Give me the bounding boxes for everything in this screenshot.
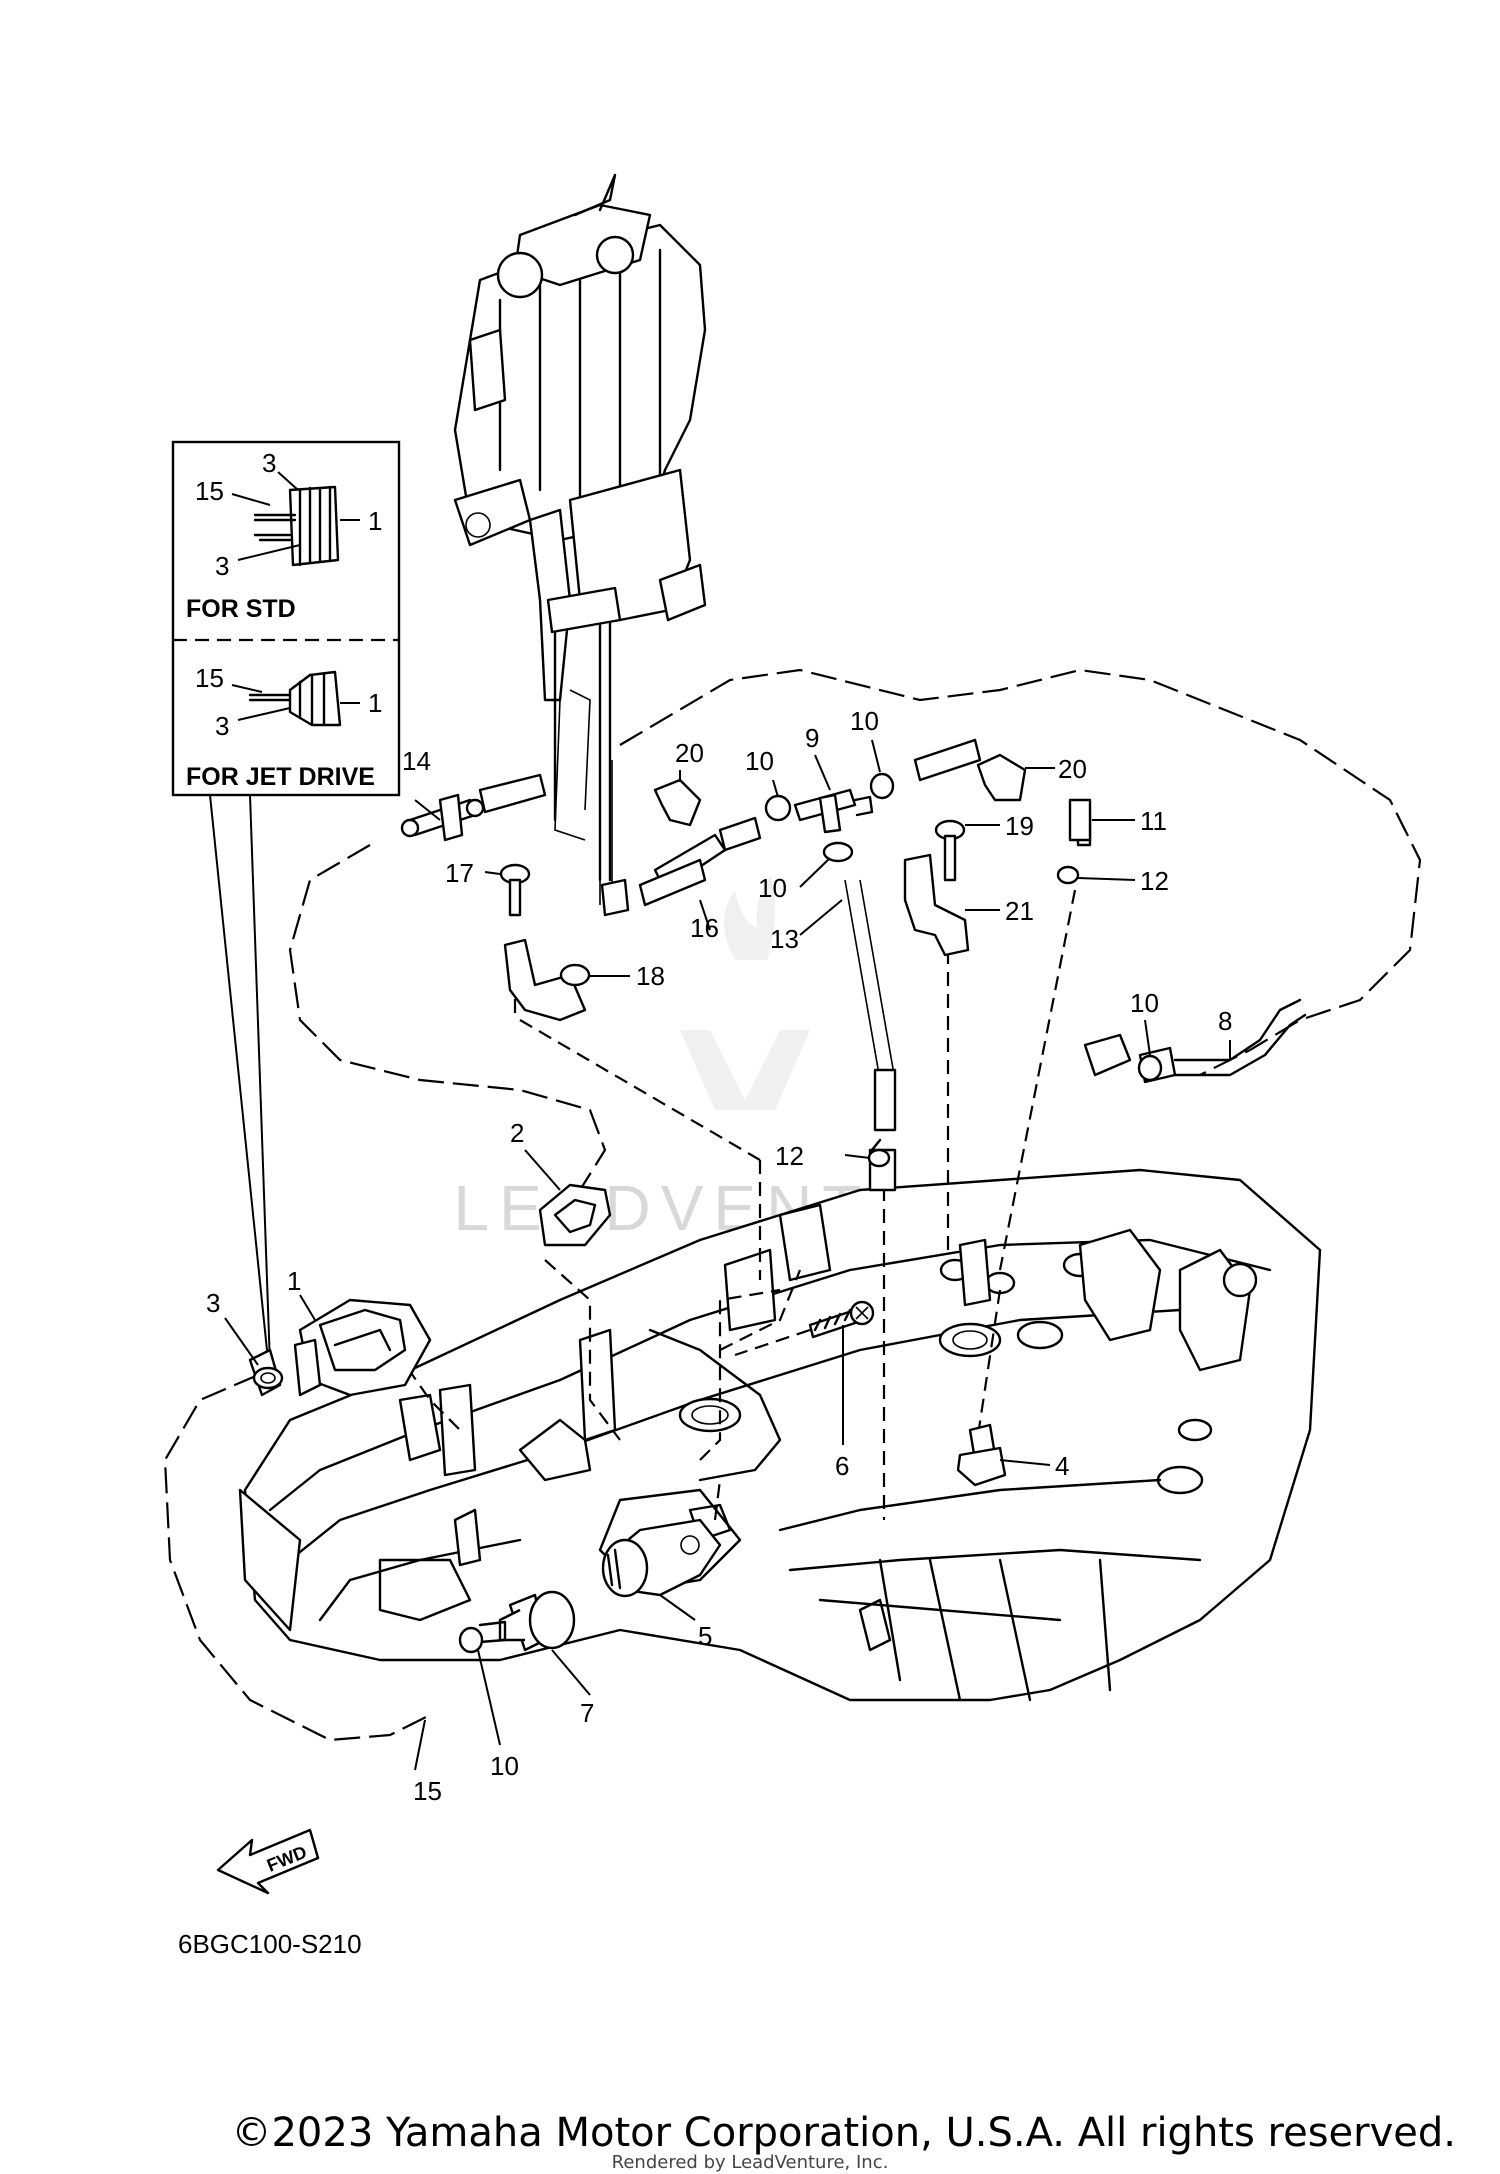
callout-6: 6 [835,1451,849,1481]
callout-9: 9 [805,723,819,753]
callout-20a: 20 [675,738,704,768]
callout-13: 13 [770,924,799,954]
bottom-cowling-illustration [238,1168,1322,1702]
inset-std-label-15: 15 [195,476,224,506]
diagram-code: 6BGC100-S210 [178,1929,362,1959]
part-4-plug [956,1423,1007,1487]
rendered-by-note: Rendered by LeadVenture, Inc. [611,2152,889,2173]
part-19-screw [934,819,966,882]
inset-jet-title: FOR JET DRIVE [186,763,375,791]
callout-4: 4 [1055,1451,1069,1481]
part-10-clamps [458,772,1163,1654]
part-14-joint [400,793,485,842]
callout-11: 11 [1140,806,1167,836]
part-8-hose [1083,998,1307,1084]
engine-illustration [453,173,707,882]
part-21-bracket [903,853,970,957]
callout-12a: 12 [1140,866,1169,896]
callout-14: 14 [402,746,431,776]
part-12-clips [867,865,1080,1168]
callout-8: 8 [1218,1006,1232,1036]
callout-5: 5 [698,1621,712,1651]
part-6-screw [734,1300,875,1357]
part-1-grommet [248,1298,432,1397]
part-18-bracket [503,938,591,1022]
callout-7: 7 [580,1698,594,1728]
callout-16: 16 [690,913,719,943]
callout-18: 18 [636,961,665,991]
inset-std-label-3a: 3 [262,448,276,478]
inset-jet-label-15: 15 [195,663,224,693]
callout-10d: 10 [1130,988,1159,1018]
callout-10e: 10 [490,1751,519,1781]
part-9-joint [793,788,874,834]
part-17-screw [499,863,531,917]
callout-17: 17 [445,858,474,888]
callout-3: 3 [206,1288,220,1318]
inset-std-label-1: 1 [368,506,382,536]
callout-1: 1 [287,1266,301,1296]
inset-jet-label-3: 3 [215,711,229,741]
part-20-clips [653,753,1027,827]
callout-labels: 1 2 3 4 5 6 7 8 9 10 10 10 10 10 11 12 1… [206,706,1232,1806]
copyright-notice: ©2023 Yamaha Motor Corporation, U.S.A. A… [231,2110,1456,2156]
callout-2: 2 [510,1118,524,1148]
callout-12b: 12 [775,1141,804,1171]
part-7-nut [478,1590,576,1652]
inset-jet-label-1: 1 [368,688,382,718]
callout-20b: 20 [1058,754,1087,784]
fwd-arrow-icon: FWD [216,1828,320,1895]
inset-std-label-3b: 3 [215,551,229,581]
callout-10a: 10 [745,746,774,776]
part-2-grommet [538,1183,612,1247]
callout-19: 19 [1005,811,1034,841]
callout-10b: 10 [850,706,879,736]
part-3-clamp [252,1366,284,1390]
part-16-hose [638,858,707,907]
leader-lines [224,739,1231,1771]
inset-box: 3 15 1 3 FOR STD 15 1 3 FOR JET DRIVE [171,440,401,1366]
callout-10c: 10 [758,873,787,903]
part-5-joint [601,1518,722,1598]
part-11-hose [1068,798,1092,842]
watermark-logo [680,876,810,1110]
callout-21: 21 [1005,896,1034,926]
inset-std-title: FOR STD [186,595,296,623]
callout-15: 15 [413,1776,442,1806]
